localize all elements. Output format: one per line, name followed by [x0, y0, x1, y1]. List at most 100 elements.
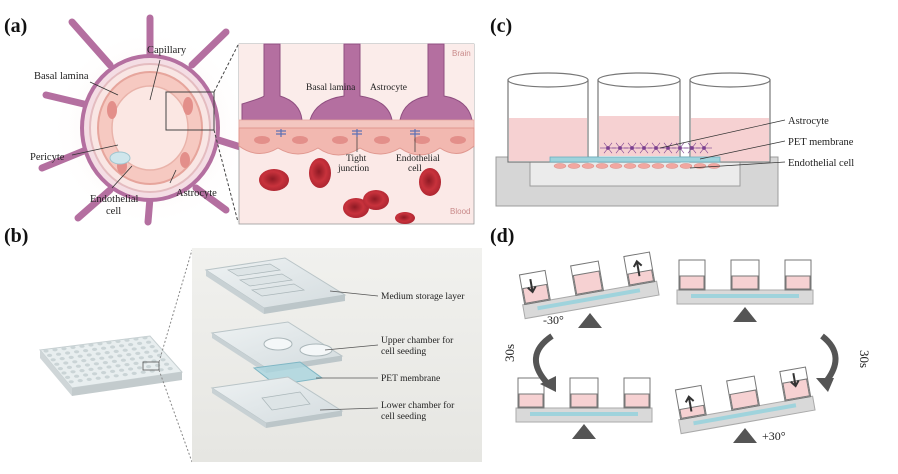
zoom-endothelial-line1: Endothelial — [396, 154, 440, 164]
endothelial-cell — [623, 163, 637, 169]
plate-well — [59, 357, 65, 361]
plate-well — [147, 355, 153, 359]
panel-b-leaders — [316, 290, 379, 411]
lower-chamber-line1: Lower chamber for — [381, 400, 455, 411]
plate-well — [164, 362, 170, 366]
panel-b: (b) — [4, 225, 482, 463]
plate-side-front — [72, 372, 182, 396]
label-astrocyte-c: Astrocyte — [788, 116, 829, 127]
plate-well — [47, 353, 53, 357]
plate-well — [95, 376, 101, 380]
cycle-arrowhead-left-icon — [540, 376, 556, 392]
pivot-triangle-bottom-right — [733, 428, 757, 443]
plate-well — [63, 361, 69, 365]
plate-connector-bottom — [158, 369, 193, 463]
plate-well — [113, 374, 119, 378]
endothelial-cell-row — [553, 163, 721, 169]
timer-left-label: 30s — [502, 344, 517, 362]
zoom-connector-bottom — [213, 129, 239, 223]
plate-well — [81, 359, 87, 363]
arrow-up-icon — [632, 259, 643, 277]
endothelial-nucleus — [180, 152, 190, 168]
plate-well — [88, 343, 94, 347]
pivot-triangle-top-left — [578, 313, 602, 328]
plate-well — [115, 364, 121, 368]
plate-well — [65, 351, 71, 355]
endothelial-cell — [637, 163, 651, 169]
endothelial-cell — [595, 163, 609, 169]
panel-a-leaders — [71, 59, 177, 189]
cycle-arrowhead-right-icon — [816, 378, 834, 392]
plate-well — [149, 345, 155, 349]
rocker-device-top-right — [676, 259, 814, 305]
pivot-triangle-top-right — [733, 307, 757, 322]
plate-well — [90, 357, 96, 361]
plate-well — [167, 367, 173, 371]
plate-well — [68, 380, 74, 384]
zoom-connector-top — [213, 44, 239, 93]
plate-well — [101, 346, 107, 350]
plate-well — [102, 361, 108, 365]
arrow-down-icon — [790, 373, 800, 388]
medium-storage-layer — [204, 257, 347, 314]
rocker-device-bottom-left — [515, 377, 653, 423]
panel-a-label: (a) — [4, 15, 27, 37]
upper-chamber-line2: cell seeding — [381, 347, 426, 357]
plate-well — [144, 350, 150, 354]
plate-well — [92, 347, 98, 351]
timer-right-label: 30s — [857, 350, 872, 368]
lower-chamber-channel — [261, 391, 311, 411]
plate-well — [160, 358, 166, 362]
astrocyte-endfeet — [241, 43, 473, 121]
label-capillary: Capillary — [147, 45, 187, 56]
panel-d: (d) -30° — [490, 225, 872, 443]
cycle-arrow-right — [820, 333, 839, 386]
endothelial-cell — [581, 163, 595, 169]
plate-well — [77, 354, 83, 358]
zoom-label-basal-lamina: Basal lamina — [306, 83, 356, 93]
zoom-endothelial-nuclei — [254, 136, 466, 144]
plate-well — [113, 349, 119, 353]
plate-well — [86, 377, 92, 381]
zoom-label-blood: Blood — [450, 207, 470, 216]
plate-well — [77, 379, 83, 383]
plate-well — [122, 373, 128, 377]
plate-well — [72, 360, 78, 364]
plate-well — [133, 361, 139, 365]
plate-well — [110, 369, 116, 373]
plate-well — [140, 346, 146, 350]
label-endothelial-line2: cell — [106, 206, 121, 217]
lower-layer-front — [266, 411, 342, 428]
zoom-label-astrocyte: Astrocyte — [370, 83, 407, 93]
astrocyte-body — [690, 146, 694, 150]
upper-chamber-line1: Upper chamber for — [381, 335, 454, 346]
plate-well — [111, 359, 117, 363]
plate-well — [140, 370, 146, 374]
plate-well — [75, 364, 81, 368]
plate-well — [65, 375, 71, 379]
plate-well — [131, 347, 137, 351]
plate-well — [155, 363, 161, 367]
plate-well — [137, 366, 143, 370]
label-pet-membrane-b: PET membrane — [381, 374, 440, 384]
endothelial-cell — [651, 163, 665, 169]
plate-well — [61, 347, 67, 351]
plate-side-left — [40, 350, 72, 396]
well-cups — [507, 72, 771, 163]
tight-junction-line1: Tight — [346, 154, 367, 164]
plate-well — [128, 343, 134, 347]
panel-c-label: (c) — [490, 15, 512, 37]
plate-well — [135, 351, 141, 355]
plate-well — [101, 371, 107, 375]
plate-well — [61, 371, 67, 375]
lower-layer-side — [212, 388, 266, 428]
red-blood-cell — [343, 198, 369, 218]
plate-well — [146, 365, 152, 369]
plate-connector-top — [158, 249, 193, 363]
endothelial-nucleus — [107, 101, 117, 119]
plate-well — [128, 367, 134, 371]
zoom-detail: Basal lamina Astrocyte Brain Tight junct… — [238, 43, 475, 225]
plate-well — [84, 363, 90, 367]
plate-well — [122, 348, 128, 352]
